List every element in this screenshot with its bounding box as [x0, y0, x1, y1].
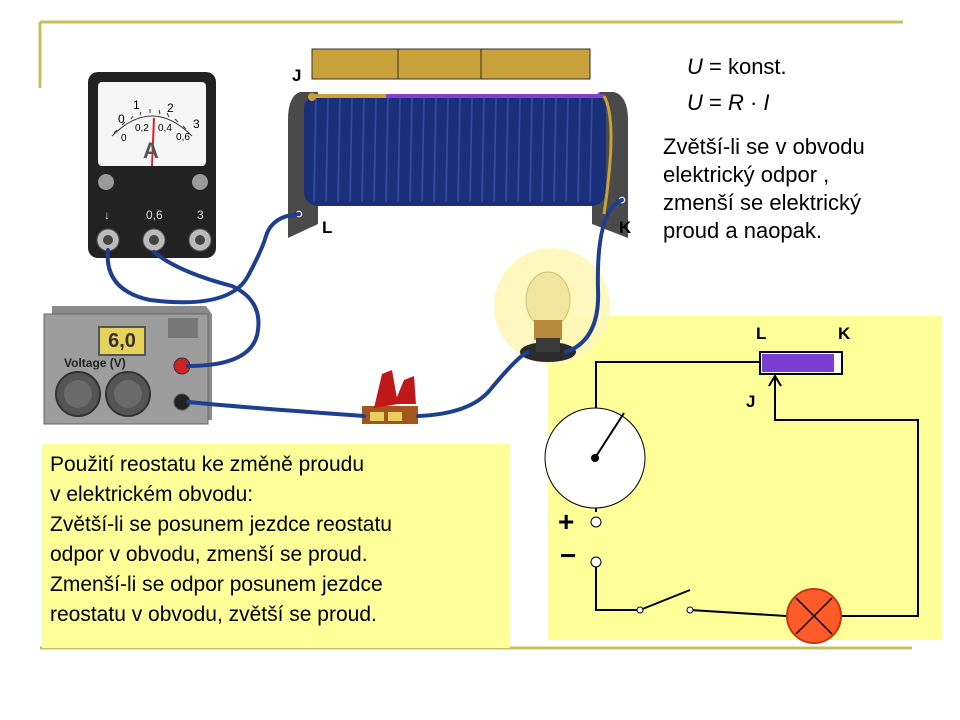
ammeter-scale-outer-0: 0 — [118, 112, 125, 126]
note-text: Zvětší-li se v obvodu elektrický odpor ,… — [663, 133, 865, 245]
ammeter-terminal-label-common: ↓ — [104, 208, 110, 222]
rheostat-label-l: L — [322, 218, 333, 237]
wires — [105, 198, 624, 418]
caption-line-5: Zmenší-li se odpor posunem jezdce — [50, 573, 383, 596]
caption-line-1: Použití reostatu ke změně proudu — [50, 453, 365, 476]
light-bulb — [494, 248, 610, 364]
schematic-minus-sign: − — [560, 540, 577, 571]
ammeter-scale-outer-2: 2 — [167, 101, 174, 115]
power-supply-panel-label: Voltage (V) — [64, 356, 126, 370]
caption-box: Použití reostatu ke změně proudu v elekt… — [42, 444, 510, 648]
caption-line-3: Zvětší-li se posunem jezdce reostatu — [50, 513, 392, 536]
rheostat-label-j: J — [292, 66, 302, 85]
ammeter-face — [98, 82, 206, 166]
schematic-switch-lever — [639, 589, 691, 611]
note-line-4: proud a naopak. — [663, 218, 823, 243]
symbol-r: R — [727, 90, 744, 115]
rheostat-label-k: K — [619, 218, 632, 237]
ammeter-needle — [151, 117, 155, 167]
formula-u-const: U = konst. — [687, 54, 787, 80]
symbol-i: I — [763, 90, 770, 115]
schematic-label-j: J — [746, 392, 756, 411]
rheostat-slider-bar — [311, 48, 591, 80]
ammeter-terminal-label-3: 3 — [197, 208, 204, 222]
schematic-label-k: K — [838, 324, 851, 343]
schematic — [544, 351, 919, 644]
schematic-ammeter-needle — [594, 412, 625, 459]
caption-line-6: reostatu v obvodu, zvětší se proud. — [50, 603, 377, 626]
symbol-u-2: U — [687, 90, 703, 115]
switch[interactable] — [362, 370, 418, 424]
schematic-plus-sign: + — [558, 506, 575, 537]
formula-ohms-law: U = R · I — [687, 90, 770, 116]
ammeter-symbol: A — [143, 138, 159, 163]
caption-text: Použití reostatu ke změně proudu v elekt… — [50, 450, 392, 630]
power-supply-display: 6,0 — [98, 326, 146, 356]
schematic-terminal-minus — [590, 556, 602, 568]
rheostat-coil — [304, 94, 606, 206]
caption-line-2: v elektrickém obvodu: — [50, 483, 254, 506]
schematic-terminal-plus — [590, 516, 602, 528]
formula-u-const-rest: = konst. — [702, 54, 787, 79]
formula-equals: = — [702, 90, 728, 115]
note-line-1: Zvětší-li se v obvodu — [663, 134, 865, 159]
schematic-label-l: L — [756, 324, 767, 343]
formula-dot: · — [743, 90, 764, 115]
note-line-3: zmenší se elektrický — [663, 190, 862, 215]
note-line-2: elektrický odpor , — [663, 162, 830, 187]
ammeter — [88, 72, 216, 258]
ammeter-scale-inner-2: 0,4 — [158, 123, 172, 134]
ammeter-scale-inner-1: 0,2 — [135, 123, 149, 134]
rheostat — [288, 48, 628, 238]
caption-line-4: odpor v obvodu, zmenší se proud. — [50, 543, 368, 566]
ammeter-scale-inner-0: 0 — [121, 133, 127, 144]
ammeter-scale-outer-1: 1 — [133, 98, 140, 112]
symbol-u: U — [687, 54, 703, 79]
schematic-slider — [762, 354, 834, 372]
ammeter-scale-inner-3: 0,6 — [176, 132, 190, 143]
ammeter-terminal-label-06: 0,6 — [146, 208, 163, 222]
ammeter-scale-outer-3: 3 — [193, 117, 200, 131]
